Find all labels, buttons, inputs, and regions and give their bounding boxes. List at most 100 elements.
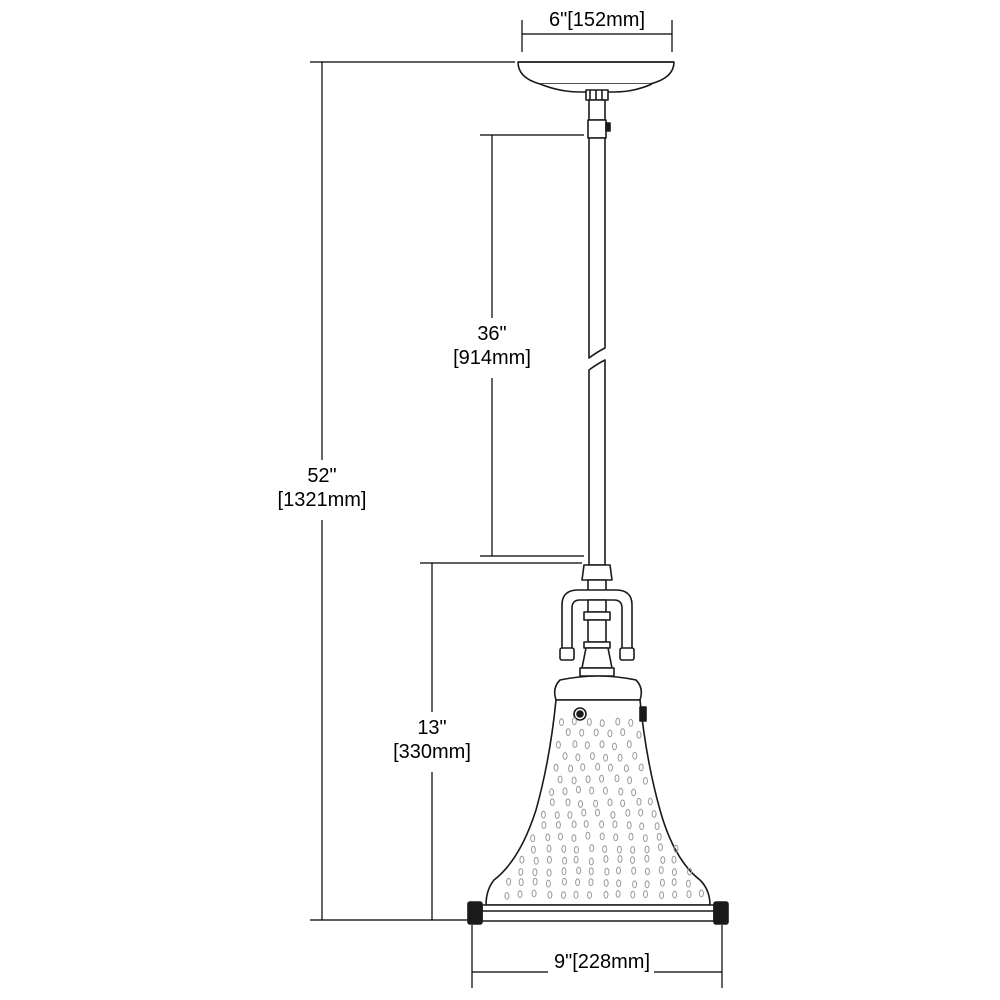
seed-bubble — [546, 855, 552, 864]
seed-bubble — [571, 834, 577, 842]
seed-bubble — [615, 890, 621, 898]
seed-bubble — [568, 764, 574, 773]
seed-bubble — [588, 878, 594, 887]
seed-bubble — [506, 877, 512, 886]
seed-bubble — [603, 879, 609, 887]
overall-height-label: 52" [1321mm] — [262, 464, 382, 512]
rod-length-mm: [914mm] — [453, 347, 531, 369]
seed-bubble — [604, 867, 610, 876]
glass-seeds — [504, 717, 704, 900]
seed-bubble — [654, 822, 660, 831]
seed-bubble — [561, 845, 567, 853]
seed-bubble — [626, 740, 632, 749]
seed-bubble — [616, 879, 622, 888]
seed-bubble — [618, 787, 624, 796]
seed-bubble — [644, 845, 650, 854]
seed-bubble — [627, 776, 633, 785]
seed-bubble — [620, 799, 626, 808]
seed-bubble — [558, 832, 563, 841]
seed-bubble — [636, 731, 642, 739]
seed-bubble — [626, 821, 632, 830]
seed-bubble — [573, 855, 579, 864]
seed-bubble — [599, 740, 605, 749]
seed-bubble — [671, 855, 677, 864]
seed-bubble — [562, 787, 568, 796]
seed-bubble — [583, 820, 589, 828]
seed-bubble — [584, 741, 590, 750]
seed-bubble — [630, 856, 635, 864]
seed-bubble — [636, 797, 642, 806]
seed-bubble — [599, 832, 605, 841]
seed-bubble — [580, 763, 586, 772]
seed-bubble — [616, 845, 622, 854]
seed-bubble — [565, 798, 571, 807]
seed-bubble — [595, 762, 601, 771]
seed-bubble — [658, 866, 664, 874]
seed-bubble — [562, 877, 567, 886]
seed-bubble — [599, 719, 605, 727]
seed-bubble — [657, 843, 663, 852]
seed-bubble — [579, 728, 585, 737]
seed-bubble — [632, 880, 638, 889]
overall-height-mm: [1321mm] — [277, 489, 367, 511]
seed-bubble — [532, 868, 538, 877]
seed-bubble — [561, 891, 566, 899]
seed-bubble — [631, 866, 637, 875]
seed-bubble — [553, 763, 559, 772]
seed-bubble — [561, 867, 567, 876]
seed-bubble — [620, 728, 626, 737]
seed-bubble — [644, 867, 650, 876]
seed-bubble — [659, 878, 665, 887]
seed-bubble — [615, 717, 621, 726]
seed-bubble — [545, 833, 551, 842]
seed-bubble — [698, 889, 704, 898]
seed-bubble — [687, 867, 693, 876]
seed-bubble — [593, 799, 599, 808]
seed-bubble — [623, 764, 629, 773]
seed-bubble — [607, 729, 613, 738]
shade-width-label: 9"[228mm] — [553, 951, 651, 973]
seed-bubble — [651, 810, 657, 818]
seed-bubble — [554, 811, 560, 819]
seed-bubble — [504, 892, 510, 900]
seed-bubble — [660, 856, 666, 864]
rod-length-dimension — [480, 134, 584, 557]
seed-bubble — [630, 890, 636, 899]
seed-bubble — [559, 718, 564, 727]
rod-length-label: 36" [914mm] — [442, 322, 542, 370]
seed-bubble — [608, 763, 613, 772]
seed-bubble — [567, 811, 573, 819]
seed-bubble — [644, 854, 650, 863]
fixture-height-mm: [330mm] — [393, 741, 471, 763]
canopy-width-dimension — [521, 20, 673, 52]
seed-bubble — [571, 820, 577, 829]
seed-bubble — [613, 833, 619, 842]
seed-bubble — [562, 856, 568, 865]
seed-bubble — [541, 821, 547, 829]
seed-bubble — [595, 808, 600, 817]
seed-bubble — [630, 846, 636, 854]
seed-bubble — [628, 718, 634, 727]
fixture-height-inches: 13" — [417, 717, 447, 739]
downrod — [587, 119, 611, 566]
seed-bubble — [673, 844, 679, 853]
yoke — [559, 564, 635, 677]
seed-bubble — [617, 753, 623, 762]
seed-bubble — [517, 890, 523, 898]
seed-bubble — [531, 889, 537, 898]
seed-bubble — [530, 845, 536, 854]
canopy — [517, 61, 675, 121]
seed-bubble — [588, 867, 594, 876]
overall-height-dimension — [310, 61, 515, 921]
seed-bubble — [672, 890, 678, 899]
overall-height-inches: 52" — [307, 465, 337, 487]
rod-length-inches: 36" — [477, 323, 507, 345]
seed-bubble — [616, 866, 621, 875]
seed-bubble — [555, 821, 561, 829]
seed-bubble — [610, 811, 616, 819]
seed-bubble — [638, 808, 644, 817]
seed-bubble — [572, 740, 578, 748]
seed-bubble — [546, 844, 552, 853]
seed-bubble — [602, 786, 608, 795]
